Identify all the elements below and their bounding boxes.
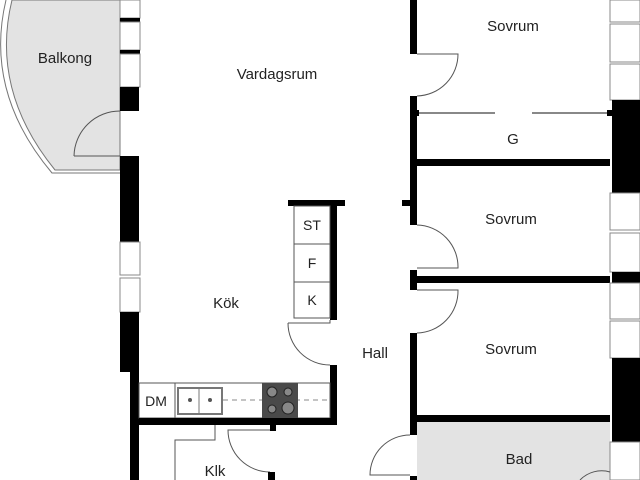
label-cabinet-st: ST — [303, 217, 321, 233]
room-label-bathroom: Bad — [506, 451, 533, 468]
stove-icon — [262, 383, 298, 418]
room-label-wardrobe: G — [507, 131, 519, 148]
bathroom-floor — [417, 422, 610, 480]
room-label-hall: Hall — [362, 345, 388, 362]
kitchen-door-swing — [287, 320, 331, 366]
balcony-door-swing — [73, 110, 121, 157]
bedroom-3-door-swing — [416, 289, 459, 334]
room-label-kitchen: Kök — [213, 295, 239, 312]
bedroom-wall — [417, 276, 610, 283]
kitchen-fixtures — [138, 200, 345, 480]
label-cabinet-f: F — [308, 255, 317, 271]
corridor-wall — [369, 0, 459, 480]
wardrobe-wall — [417, 159, 610, 166]
cabinet-k — [293, 281, 331, 319]
closet-door-swing — [227, 429, 271, 473]
label-dishwasher: DM — [145, 393, 167, 409]
right-exterior-wall — [579, 0, 640, 480]
room-label-closet: Klk — [205, 463, 226, 480]
balcony — [0, 0, 121, 174]
label-cabinet-k: K — [307, 292, 317, 308]
room-label-bedroom-3: Sovrum — [485, 341, 537, 358]
sink-icon — [177, 387, 223, 415]
room-label-living-room: Vardagsrum — [237, 66, 318, 83]
room-label-balcony: Balkong — [38, 50, 92, 67]
room-label-bedroom-1: Sovrum — [487, 18, 539, 35]
room-label-bedroom-2: Sovrum — [485, 211, 537, 228]
bedroom-2-door-swing — [416, 224, 459, 269]
wardrobe-sliding-doors — [414, 110, 612, 116]
left-exterior-wall — [119, 0, 141, 480]
bathroom-door-swing — [369, 434, 411, 476]
bedroom-wall — [417, 415, 610, 422]
bedroom-1-door-swing — [416, 53, 459, 97]
